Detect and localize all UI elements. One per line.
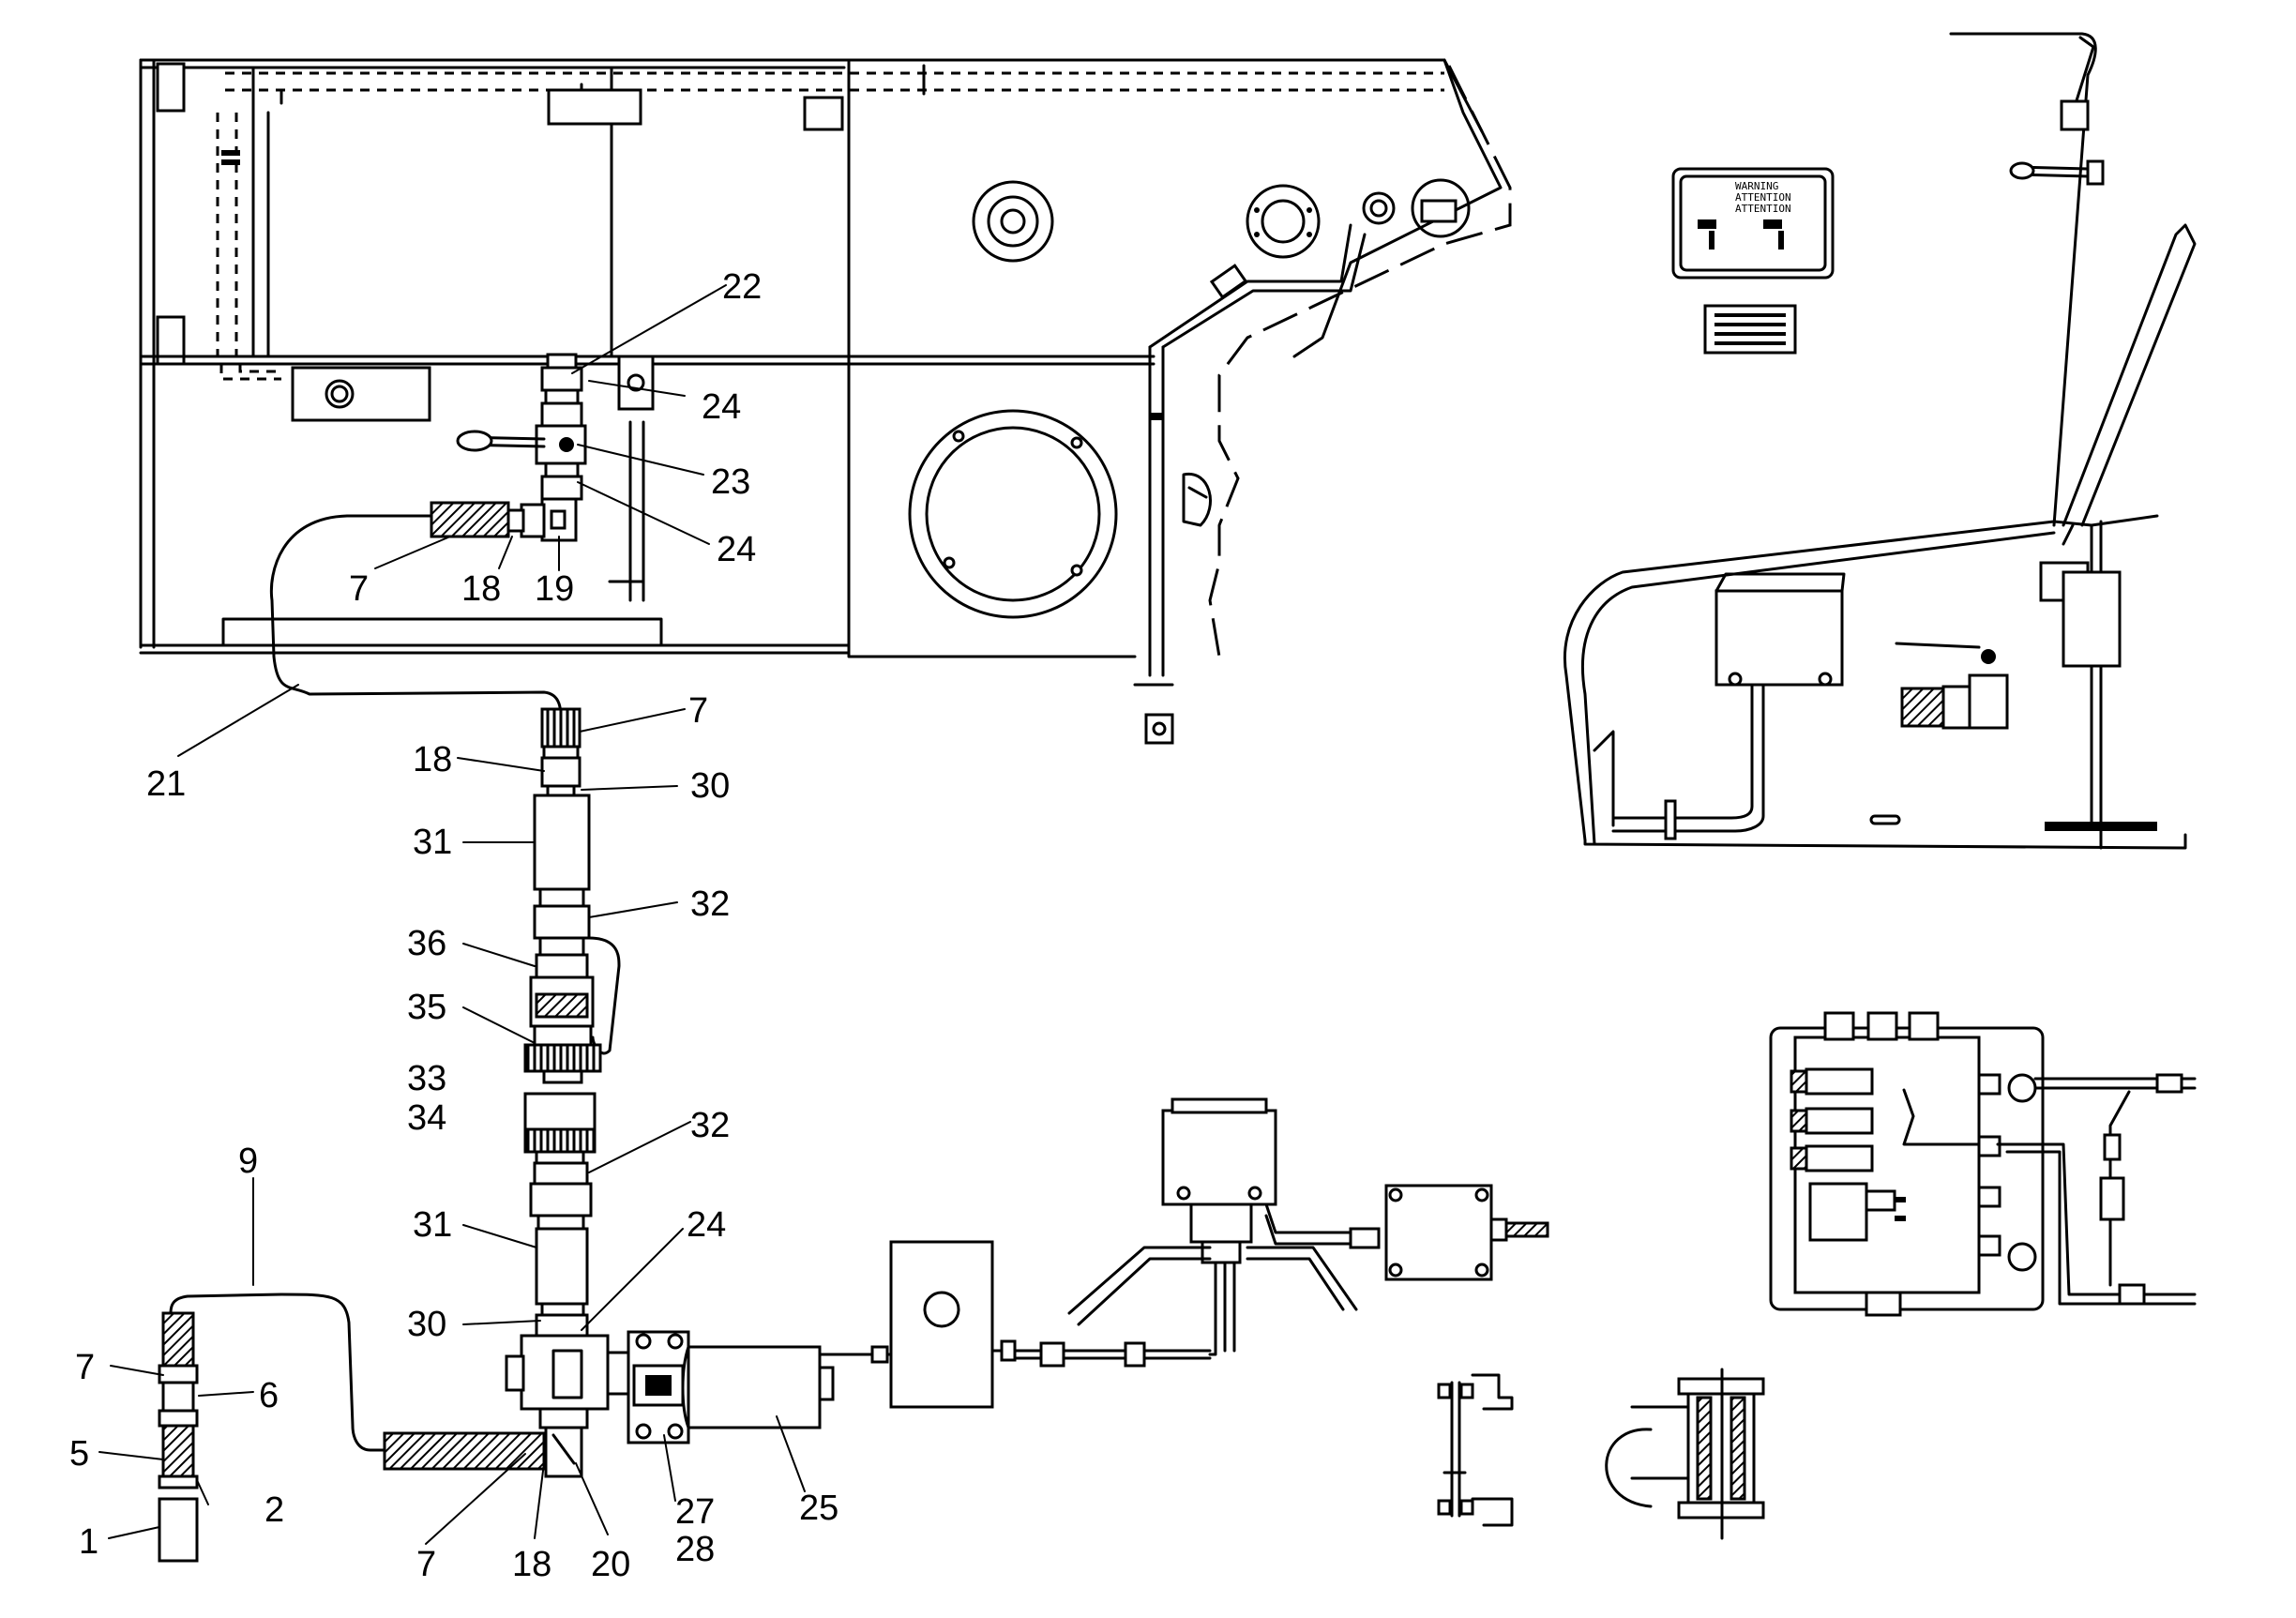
callout-24: 24 (702, 387, 741, 427)
callout-7: 7 (349, 569, 369, 609)
detail-clamps (1437, 1373, 1514, 1527)
callout-5: 5 (69, 1434, 89, 1474)
callout-7: 7 (688, 691, 708, 731)
callout-24: 24 (687, 1205, 726, 1245)
vehicle-frame (139, 58, 1512, 745)
upper-valve-assembly (269, 353, 587, 730)
callout-20: 20 (591, 1545, 630, 1584)
callout-19: 19 (535, 569, 574, 609)
control-box-icon (870, 1217, 1240, 1409)
callout-27: 27 (675, 1492, 715, 1532)
label-line: WARNING (1735, 180, 1778, 192)
callout-18: 18 (413, 740, 452, 779)
filter-stack-lower (169, 1092, 630, 1478)
callout-35: 35 (407, 988, 446, 1027)
left-inlet-stack (158, 1311, 199, 1563)
dashed-harness (216, 64, 1444, 381)
callout-23: 23 (711, 462, 750, 502)
callout-25: 25 (799, 1489, 838, 1528)
detail-filter-section (1605, 1368, 1765, 1540)
callout-34: 34 (407, 1098, 446, 1138)
heater-unit-icon (1067, 1097, 1549, 1353)
mount-plate (291, 355, 655, 602)
callout-31: 31 (413, 823, 452, 862)
callout-2: 2 (264, 1490, 284, 1530)
callout-32: 32 (690, 885, 730, 924)
leader-lines (98, 284, 806, 1545)
callout-labels: 22 24 23 24 7 18 19 21 7 18 30 31 32 36 … (69, 267, 838, 1584)
callout-18: 18 (512, 1545, 551, 1584)
callout-6: 6 (259, 1376, 279, 1415)
callout-7: 7 (75, 1348, 95, 1387)
braided-hose-icon (430, 501, 510, 538)
callout-1: 1 (79, 1522, 98, 1562)
callout-30: 30 (690, 766, 730, 806)
label-line: ATTENTION (1735, 191, 1791, 204)
electric-pump-icon (627, 1330, 884, 1444)
callout-31: 31 (413, 1205, 452, 1245)
callout-21: 21 (146, 764, 186, 804)
callout-33: 33 (407, 1059, 446, 1098)
frame-ports (908, 178, 1471, 619)
callout-24: 24 (717, 530, 756, 569)
callout-36: 36 (407, 924, 446, 963)
callout-9: 9 (238, 1142, 258, 1181)
callout-7: 7 (416, 1545, 436, 1584)
filter-stack-upper (523, 707, 621, 1084)
callout-22: 22 (722, 267, 762, 307)
callout-32: 32 (690, 1106, 730, 1145)
callout-28: 28 (675, 1530, 715, 1569)
callout-18: 18 (461, 569, 501, 609)
electrical-box (1769, 1011, 2197, 1317)
hose-end-icon (540, 707, 582, 749)
callout-30: 30 (407, 1305, 446, 1344)
inset-cabinet: WARNING ATTENTION ATTENTION (1563, 32, 2197, 850)
label-line: ATTENTION (1735, 203, 1791, 215)
